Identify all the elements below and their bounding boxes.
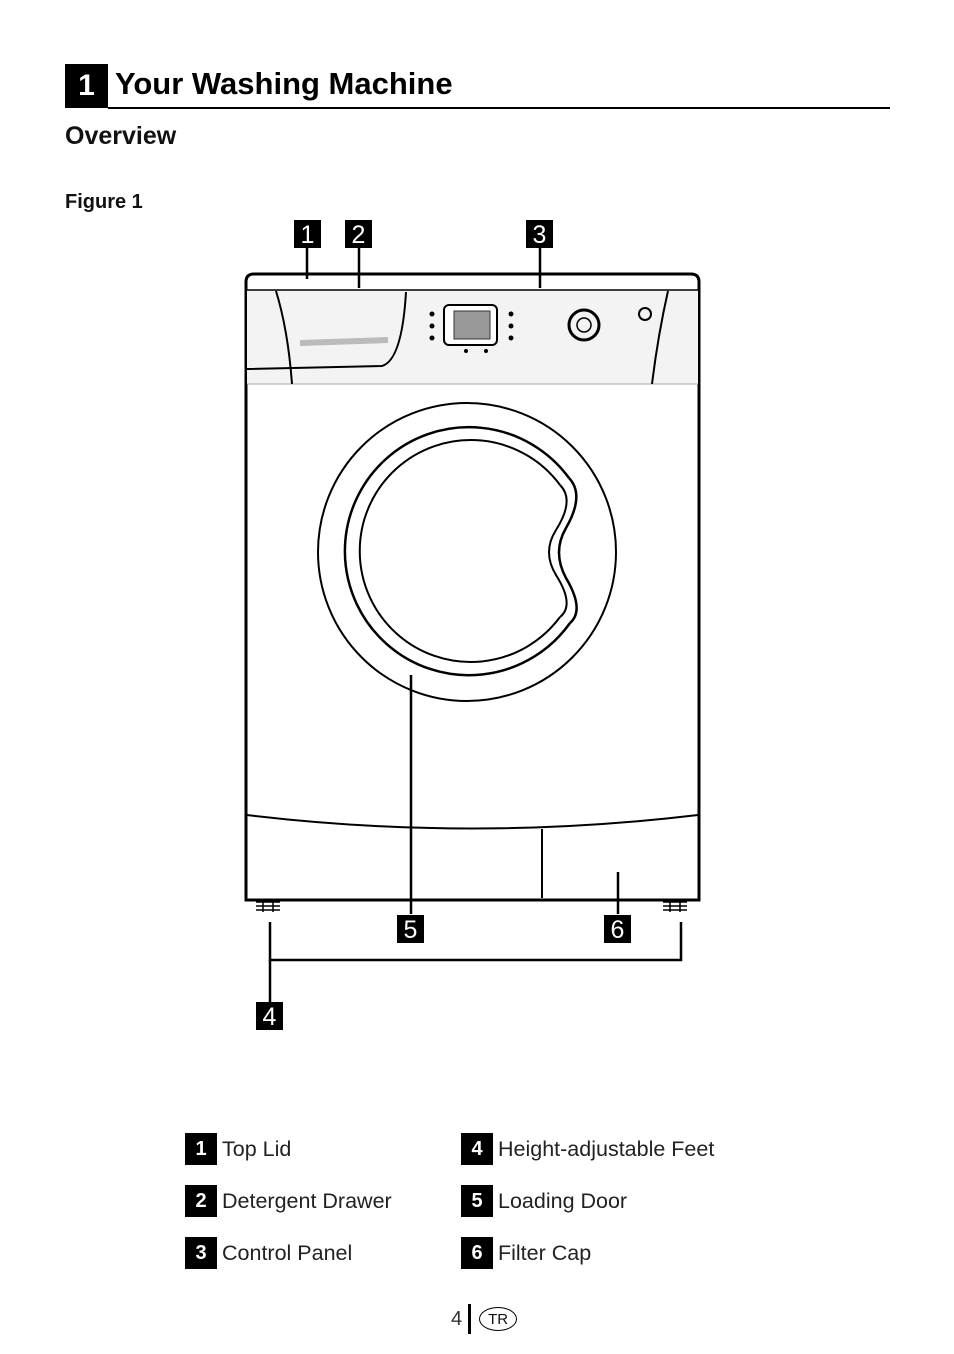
legend-number: 2 — [185, 1185, 217, 1217]
legend-item-filter-cap: 6 Filter Cap — [461, 1237, 591, 1269]
legend-item-control-panel: 3 Control Panel — [185, 1237, 352, 1269]
chapter-number: 1 — [65, 64, 108, 108]
figure-label: Figure 1 — [65, 191, 143, 213]
legend-number: 6 — [461, 1237, 493, 1269]
leader-lines — [268, 248, 683, 1002]
svg-text:5: 5 — [404, 916, 418, 944]
foot-right — [663, 900, 687, 912]
svg-text:1: 1 — [301, 221, 315, 249]
legend-item-loading-door: 5 Loading Door — [461, 1185, 627, 1217]
loading-door — [317, 402, 617, 702]
legend-label: Loading Door — [498, 1188, 628, 1213]
chapter-rule — [108, 107, 890, 109]
legend-label: Height-adjustable Feet — [498, 1136, 715, 1161]
legend-label: Control Panel — [222, 1240, 353, 1265]
on-off-button — [638, 307, 652, 321]
page-footer: 4 TR — [451, 1304, 518, 1334]
legend-label: Top Lid — [222, 1136, 292, 1161]
svg-text:2: 2 — [352, 221, 366, 249]
callout-6: 6 — [604, 915, 631, 944]
display-panel — [429, 304, 514, 353]
legend-item-detergent-drawer: 2 Detergent Drawer — [185, 1185, 392, 1217]
callout-4: 4 — [256, 1002, 283, 1031]
callout-3: 3 — [526, 220, 553, 249]
legend-item-height-adjustable-feet: 4 Height-adjustable Feet — [461, 1133, 714, 1165]
section-title: Overview — [65, 122, 177, 150]
washing-machine — [244, 272, 701, 912]
svg-text:3: 3 — [533, 221, 547, 249]
callout-1: 1 — [294, 220, 321, 249]
language-badge: TR — [479, 1307, 518, 1331]
callout-2: 2 — [345, 220, 372, 249]
legend-number: 1 — [185, 1133, 217, 1165]
foot-left — [256, 900, 280, 912]
svg-text:6: 6 — [611, 916, 625, 944]
svg-text:4: 4 — [263, 1003, 277, 1031]
legend-number: 5 — [461, 1185, 493, 1217]
legend-number: 3 — [185, 1237, 217, 1269]
legend-label: Filter Cap — [498, 1240, 592, 1265]
callout-5: 5 — [397, 915, 424, 944]
legend-number: 4 — [461, 1133, 493, 1165]
legend-label: Detergent Drawer — [222, 1188, 392, 1213]
program-knob — [567, 308, 601, 342]
legend-item-top-lid: 1 Top Lid — [185, 1133, 291, 1165]
detergent-drawer — [246, 290, 407, 385]
page-number: 4 — [451, 1307, 463, 1330]
chapter-title: Your Washing Machine — [115, 66, 453, 101]
footer-divider — [468, 1304, 472, 1334]
